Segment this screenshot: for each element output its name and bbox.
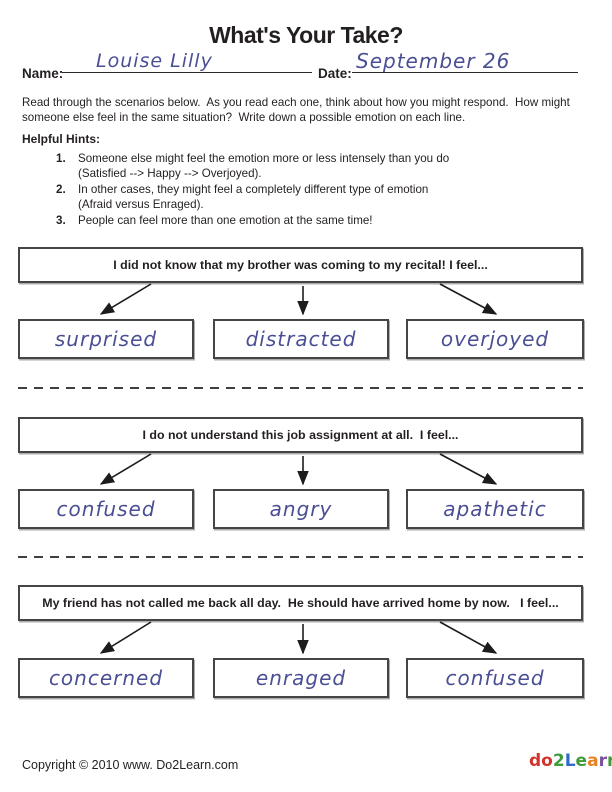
answer-box: apathetic	[406, 489, 584, 529]
hints-heading: Helpful Hints:	[22, 132, 100, 146]
answer-box: enraged	[213, 658, 389, 698]
answer-box: distracted	[213, 319, 389, 359]
hint-item-2: 2. In other cases, they might feel a com…	[56, 182, 556, 212]
hint-line: People can feel more than one emotion at…	[78, 214, 373, 228]
date-line: September 26	[352, 46, 578, 73]
section-divider	[18, 556, 583, 558]
hint-text: In other cases, they might feel a comple…	[72, 182, 428, 212]
arrow-left	[99, 283, 152, 315]
answer-text: angry	[269, 497, 333, 521]
answer-box: concerned	[18, 658, 194, 698]
answer-box: surprised	[18, 319, 194, 359]
answer-text: apathetic	[443, 497, 547, 521]
arrows-group-3	[99, 621, 498, 655]
answer-text: surprised	[54, 327, 158, 351]
hint-note: (Satisfied --> Happy --> Overjoyed).	[78, 167, 262, 181]
name-value: Louise Lilly	[96, 50, 213, 72]
answer-text: concerned	[48, 666, 164, 690]
scenario-box-1: I did not know that my brother was comin…	[18, 247, 583, 283]
name-line: Louise Lilly	[62, 46, 312, 73]
hint-item-1: 1. Someone else might feel the emotion m…	[56, 151, 556, 181]
answer-box: overjoyed	[406, 319, 584, 359]
answer-text: overjoyed	[440, 327, 550, 351]
hint-text: Someone else might feel the emotion more…	[72, 151, 449, 181]
arrows-group-1	[99, 283, 498, 316]
scenario-box-3: My friend has not called me back all day…	[18, 585, 583, 621]
date-label: Date:	[318, 66, 352, 81]
arrows-group-2	[99, 453, 498, 486]
hint-line: Someone else might feel the emotion more…	[78, 152, 450, 165]
hint-note: (Afraid versus Enraged).	[78, 198, 204, 212]
arrow-right	[439, 621, 498, 654]
answer-text: confused	[56, 497, 156, 521]
answer-box: confused	[406, 658, 584, 698]
hint-item-3: 3. People can feel more than one emotion…	[56, 213, 556, 228]
answer-box: confused	[18, 489, 194, 529]
answer-box: angry	[213, 489, 389, 529]
hint-text: People can feel more than one emotion at…	[72, 213, 373, 228]
hint-number: 1.	[56, 152, 66, 165]
arrow-right	[439, 453, 498, 485]
answer-text: distracted	[245, 327, 357, 351]
arrow-left	[99, 453, 152, 485]
arrow-left	[99, 621, 152, 654]
instructions-text: Read through the scenarios below. As you…	[22, 96, 574, 125]
date-value: September 26	[356, 49, 511, 73]
section-divider	[18, 387, 583, 389]
name-label: Name:	[22, 66, 64, 81]
hint-line: In other cases, they might feel a comple…	[78, 183, 429, 197]
answer-text: enraged	[255, 666, 347, 690]
hint-number: 3.	[56, 214, 66, 228]
copyright-text: Copyright © 2010 www. Do2Learn.com	[22, 758, 239, 772]
answer-text: confused	[445, 666, 545, 690]
do2learn-logo: do2Learn	[529, 751, 612, 771]
arrow-right	[439, 283, 498, 315]
hints-list: 1. Someone else might feel the emotion m…	[56, 151, 556, 229]
hint-number: 2.	[56, 183, 66, 197]
page-title: What's Your Take?	[209, 22, 403, 48]
scenario-box-2: I do not understand this job assignment …	[18, 417, 583, 453]
